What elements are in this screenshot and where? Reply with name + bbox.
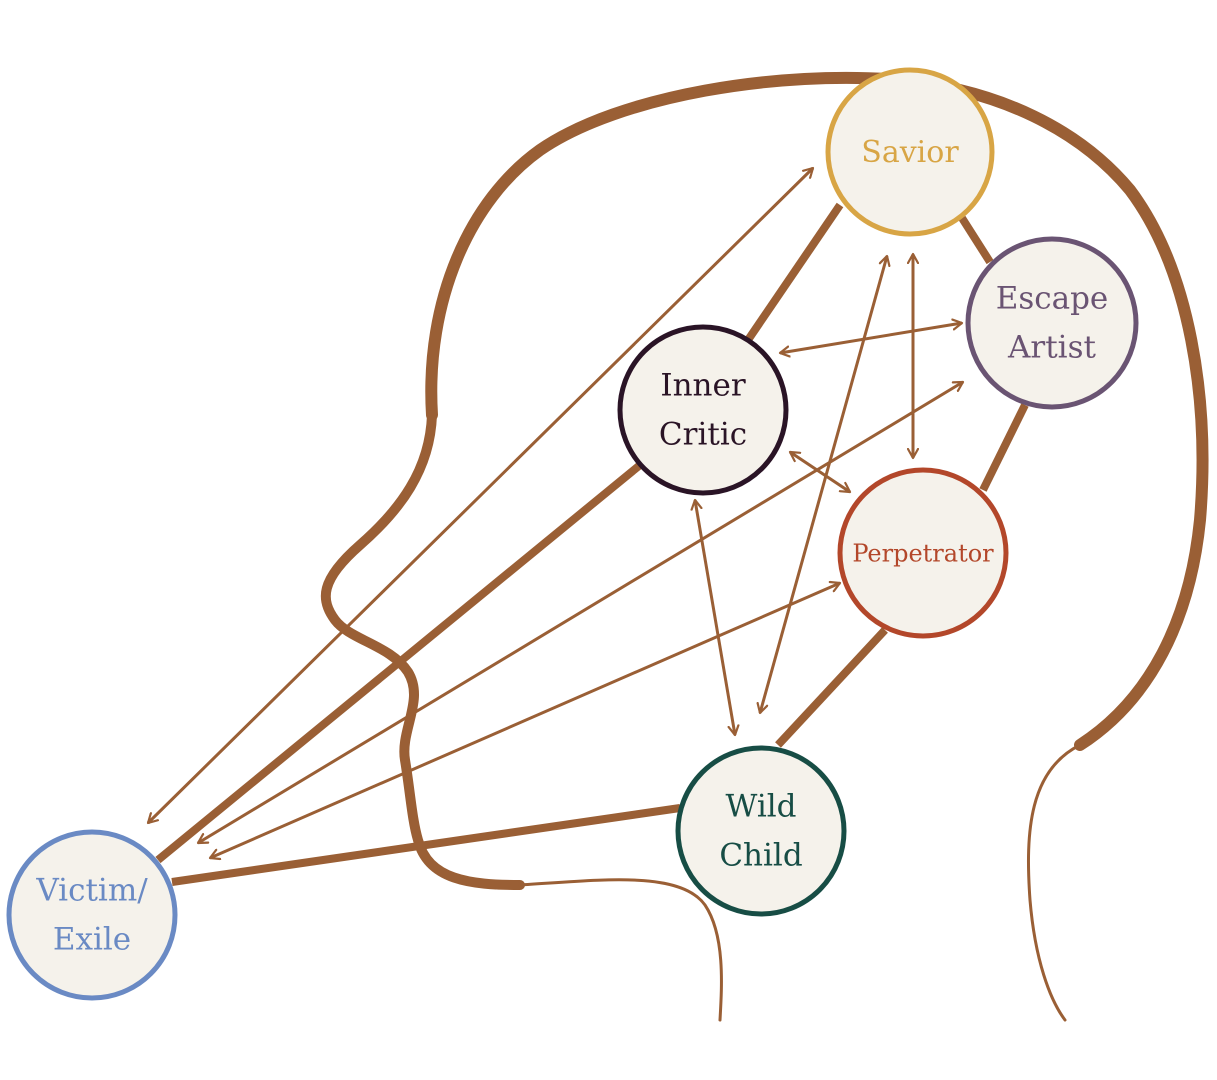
arrow-inner-critic-wild-child xyxy=(695,500,735,735)
connector-perpetrator-wild-child xyxy=(775,627,888,748)
arrow-inner-critic-escape-artist xyxy=(780,323,962,353)
node-wild-child[interactable]: Wild Child xyxy=(675,745,847,917)
arrow-inner-critic-perpetrator xyxy=(790,450,850,494)
nape-line xyxy=(1027,743,1082,1022)
node-circle-escape-artist xyxy=(965,236,1139,410)
node-label-victim-exile-line2: Exile xyxy=(53,922,131,958)
connector-escape-artist-perpetrator xyxy=(979,403,1029,492)
node-circle-victim-exile xyxy=(6,829,178,1001)
node-escape-artist[interactable]: Escape Artist xyxy=(965,236,1139,410)
arrow-victim-savior xyxy=(148,168,813,823)
node-label-perpetrator: Perpetrator xyxy=(852,540,994,568)
node-victim-exile[interactable]: Victim/ Exile xyxy=(6,829,178,1001)
head-outline xyxy=(425,71,1209,751)
node-label-escape-artist-line1: Escape xyxy=(996,281,1109,317)
node-label-inner-critic-line1: Inner xyxy=(660,368,746,404)
node-label-wild-child-line1: Wild xyxy=(726,789,797,825)
node-circle-perpetrator xyxy=(837,467,1009,639)
node-label-escape-artist-line2: Artist xyxy=(1007,330,1096,366)
relationship-arrows xyxy=(148,168,963,858)
node-savior[interactable]: Savior xyxy=(825,67,995,237)
arrow-victim-escape-artist xyxy=(198,380,963,845)
node-label-inner-critic-line2: Critic xyxy=(659,417,747,453)
node-circle-wild-child xyxy=(675,745,847,917)
connector-inner-critic-victim xyxy=(155,461,643,864)
node-circle-inner-critic xyxy=(617,324,789,496)
node-label-savior: Savior xyxy=(861,135,959,170)
connector-savior-inner-critic xyxy=(744,202,844,343)
node-label-victim-exile-line1: Victim/ xyxy=(35,873,148,909)
node-label-wild-child-line2: Child xyxy=(719,838,802,874)
connector-wild-child-victim xyxy=(171,804,681,886)
node-perpetrator[interactable]: Perpetrator xyxy=(837,467,1009,639)
connector-savior-escape-artist xyxy=(958,215,994,265)
chin-neck-line xyxy=(518,878,723,1022)
nodes: Savior Escape Artist Inner Critic Perpet… xyxy=(6,67,1139,1001)
node-inner-critic[interactable]: Inner Critic xyxy=(617,324,789,496)
node-circle-savior xyxy=(825,67,995,237)
